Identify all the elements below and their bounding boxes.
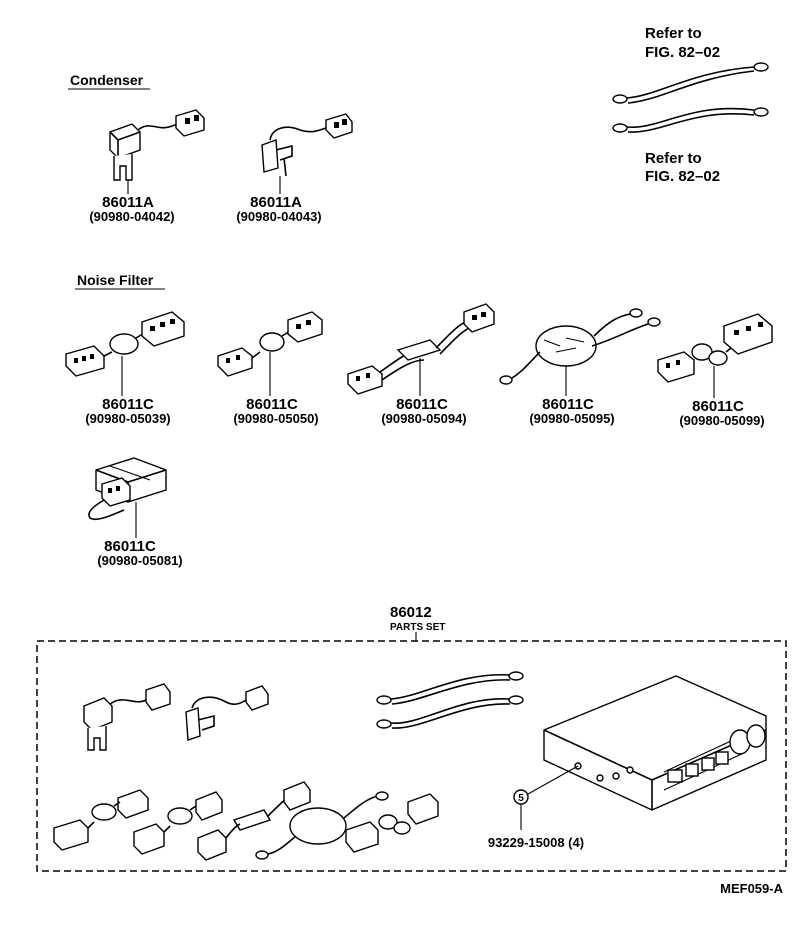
noise-filter-1-code: 86011C <box>102 396 154 413</box>
ref-top-line2: FIG. 82–02 <box>645 44 720 61</box>
parts-set-condenser-2 <box>185 685 269 741</box>
noise-filter-5-code: 86011C <box>692 398 744 415</box>
parts-set-ground-straps <box>376 671 524 729</box>
noise-filter-5-drawing <box>657 313 773 383</box>
ref-top-line1: Refer to <box>645 25 702 42</box>
condenser-1-drawing <box>109 109 205 181</box>
condenser-1-code: 86011A <box>102 194 154 211</box>
screw-pointer-line <box>527 765 579 795</box>
noise-filter-2-code: 86011C <box>246 396 298 413</box>
ref-bottom-line1: Refer to <box>645 150 702 167</box>
parts-set-condenser-1 <box>83 683 171 751</box>
condenser-2-number: (90980-04043) <box>236 209 321 224</box>
noise-filter-3-code: 86011C <box>396 396 448 413</box>
noise-filter-4-number: (90980-05095) <box>529 411 614 426</box>
condenser-1-number: (90980-04042) <box>89 209 174 224</box>
parts-set-label: PARTS SET <box>390 622 445 633</box>
noise-filter-3-number: (90980-05094) <box>381 411 466 426</box>
noise-filter-1-number: (90980-05039) <box>85 411 170 426</box>
noise-filter-6-code: 86011C <box>104 538 156 555</box>
noise-filter-2-drawing <box>217 311 323 377</box>
condenser-2-drawing <box>261 113 353 177</box>
screw-callout-number: 5 <box>518 793 524 804</box>
noise-filter-6-drawing <box>88 457 167 521</box>
condenser-2-code: 86011A <box>250 194 302 211</box>
radio-receiver-drawing <box>543 675 767 811</box>
parts-set-boundary <box>36 640 787 872</box>
noise-filter-1-drawing <box>65 311 185 377</box>
noise-filter-6-number: (90980-05081) <box>97 553 182 568</box>
parts-set-noise-filters <box>53 781 439 861</box>
ground-strap-bottom <box>612 107 769 133</box>
ref-bottom-line2: FIG. 82–02 <box>645 168 720 185</box>
noise-filter-4-drawing <box>499 308 661 385</box>
screw-part-number: 93229-15008 (4) <box>488 835 584 850</box>
parts-set-code: 86012 <box>390 604 432 621</box>
noise-filter-4-code: 86011C <box>542 396 594 413</box>
condenser-section-title: Condenser <box>70 72 144 88</box>
noise-filter-2-number: (90980-05050) <box>233 411 318 426</box>
noise-filter-5-number: (90980-05099) <box>679 413 764 428</box>
figure-id: MEF059-A <box>720 881 783 896</box>
ground-strap-top <box>612 62 769 104</box>
noise-filter-section-title: Noise Filter <box>77 272 154 288</box>
noise-filter-3-drawing <box>347 303 495 395</box>
